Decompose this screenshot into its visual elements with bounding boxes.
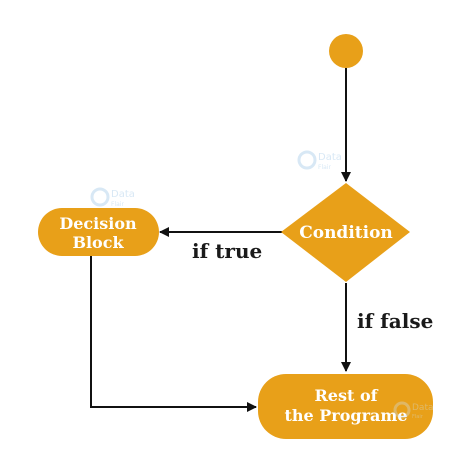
decision-block-label-line2: Block — [72, 233, 124, 252]
watermark-logo: Data Flair — [90, 187, 135, 208]
edge-label-if-false: if false — [357, 309, 433, 333]
rest-of-program-label-line2: the Programe — [285, 406, 408, 425]
svg-text:Data: Data — [318, 152, 342, 163]
start-node — [329, 34, 363, 68]
svg-text:Data: Data — [111, 189, 135, 200]
watermark-logo: Data Flair — [393, 401, 434, 420]
svg-text:Data: Data — [412, 403, 434, 413]
decision-block-label-line1: Decision — [59, 214, 137, 233]
condition-node — [281, 183, 410, 282]
watermark-logo: Data Flair — [297, 150, 342, 171]
edge-decision-to-rest — [90, 255, 257, 412]
svg-text:Flair: Flair — [412, 414, 424, 420]
svg-text:Flair: Flair — [111, 201, 124, 208]
rest-of-program-node — [258, 374, 433, 439]
edge-label-if-true: if true — [192, 239, 262, 263]
condition-label: Condition — [299, 223, 393, 243]
rest-of-program-label-line1: Rest of — [315, 386, 379, 405]
svg-text:Flair: Flair — [318, 164, 331, 171]
decision-block-node — [38, 208, 159, 256]
